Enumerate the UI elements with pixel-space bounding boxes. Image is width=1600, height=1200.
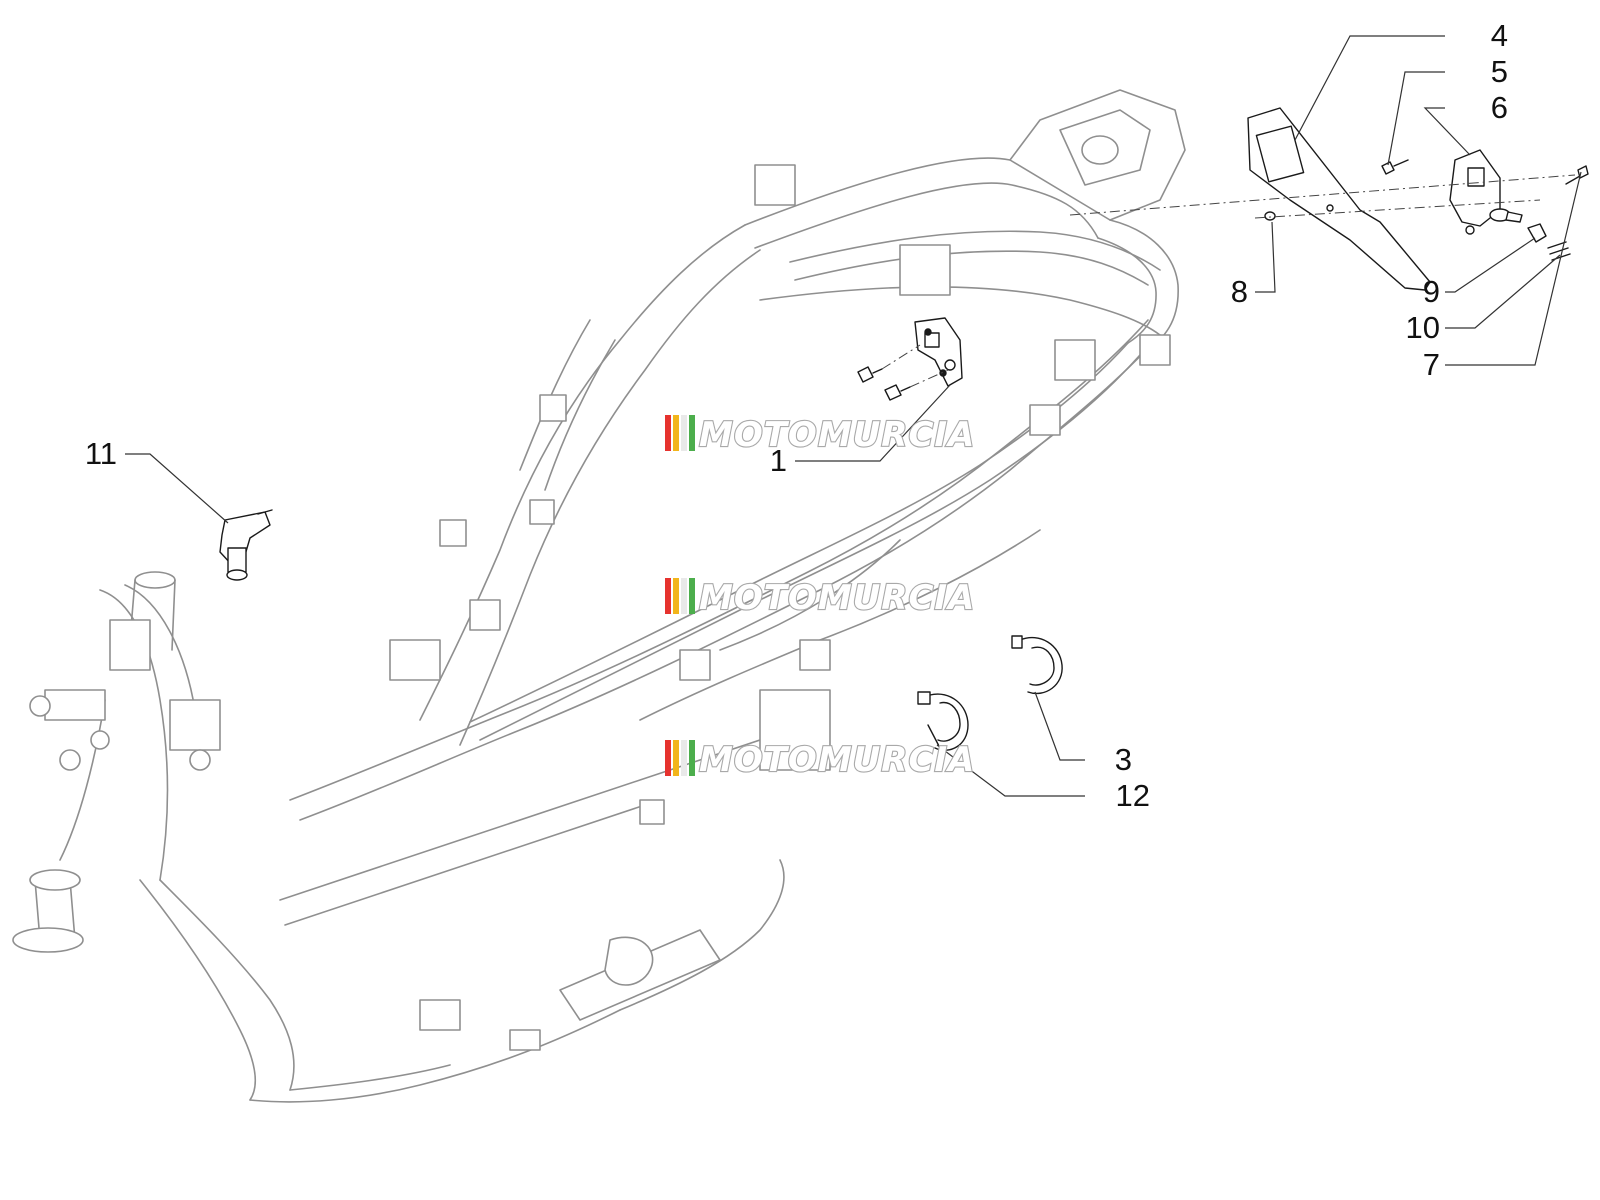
watermark-1: MOTOMURCIA — [665, 414, 975, 456]
main-frame — [12, 89, 1186, 1103]
callout-10: 10 — [1406, 310, 1440, 345]
watermark-3: MOTOMURCIA — [665, 739, 975, 781]
callout-7: 7 — [1423, 347, 1440, 382]
part-9-clip — [1527, 223, 1547, 243]
part-12-clamp — [917, 691, 969, 751]
callout-11: 11 — [85, 436, 117, 471]
part-3-clamp — [1011, 635, 1063, 695]
part-11-connector — [219, 509, 273, 581]
callout-3: 3 — [1115, 742, 1132, 777]
callout-5: 5 — [1491, 54, 1508, 89]
watermark-text: MOTOMURCIA — [699, 415, 975, 455]
part-1-screws — [857, 366, 911, 401]
part-4-bracket-plate — [1247, 107, 1431, 291]
part-6-lock-actuator — [1449, 149, 1523, 235]
part-1-seat-lock-bracket — [914, 317, 963, 387]
leader-lines — [125, 35, 1582, 797]
callout-labels: 4 5 6 8 9 10 7 11 1 3 12 — [85, 18, 1508, 813]
part-5-screw — [1381, 159, 1409, 175]
callout-6: 6 — [1491, 90, 1508, 125]
part-8-washer — [1264, 211, 1276, 221]
callout-12: 12 — [1116, 778, 1150, 813]
part-10-spring — [1547, 241, 1571, 261]
callout-9: 9 — [1423, 274, 1440, 309]
watermark-text: MOTOMURCIA — [699, 740, 975, 780]
callout-8: 8 — [1231, 274, 1248, 309]
callout-4: 4 — [1491, 18, 1508, 53]
watermark-2: MOTOMURCIA — [665, 577, 975, 619]
callout-1: 1 — [770, 443, 787, 478]
watermark-text: MOTOMURCIA — [699, 578, 975, 618]
